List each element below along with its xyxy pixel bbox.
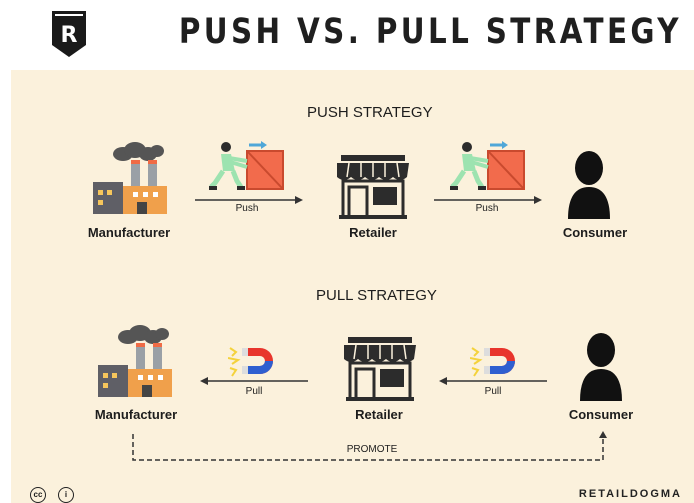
- push-consumer-label: Consumer: [562, 225, 628, 240]
- magnet-icon: [470, 344, 516, 378]
- push-arrow: [195, 195, 303, 205]
- promote-label: PROMOTE: [342, 444, 402, 455]
- pull-arrow: [439, 376, 547, 386]
- push-strategy-title: PUSH STRATEGY: [307, 104, 433, 121]
- pull-manufacturer-label: Manufacturer: [94, 407, 178, 422]
- pull-arrow-label: Pull: [245, 386, 263, 397]
- push-arrow: [434, 195, 542, 205]
- footer-brand: RETAILDOGMA: [578, 488, 682, 500]
- pull-consumer-label: Consumer: [568, 407, 634, 422]
- pull-retailer-label: Retailer: [355, 407, 403, 422]
- pull-arrow-label: Pull: [484, 386, 502, 397]
- push-arrow-label: Push: [475, 203, 499, 214]
- person-icon: [566, 151, 612, 219]
- push-arrow-label: Push: [235, 203, 259, 214]
- push-retailer-label: Retailer: [349, 225, 397, 240]
- shop-icon: [344, 337, 416, 401]
- footer-bar: [11, 484, 694, 503]
- factory-icon: [98, 323, 176, 399]
- shop-icon: [337, 155, 409, 219]
- logo-letter: R: [61, 23, 78, 48]
- magnet-icon: [228, 344, 274, 378]
- factory-icon: [93, 140, 171, 216]
- push-manufacturer-label: Manufacturer: [87, 225, 171, 240]
- mover-crate-icon: [209, 141, 285, 191]
- attribution-icon: i: [58, 487, 74, 503]
- diagram-panel: [11, 70, 694, 484]
- pull-strategy-title: PULL STRATEGY: [316, 287, 437, 304]
- mover-crate-icon: [450, 141, 526, 191]
- logo-badge: R: [52, 11, 86, 57]
- promote-connector: [128, 430, 610, 466]
- person-icon: [578, 333, 624, 401]
- pull-arrow: [200, 376, 308, 386]
- cc-license-icon: cc: [30, 487, 46, 503]
- page-title: PUSH VS. PULL STRATEGY: [178, 12, 682, 52]
